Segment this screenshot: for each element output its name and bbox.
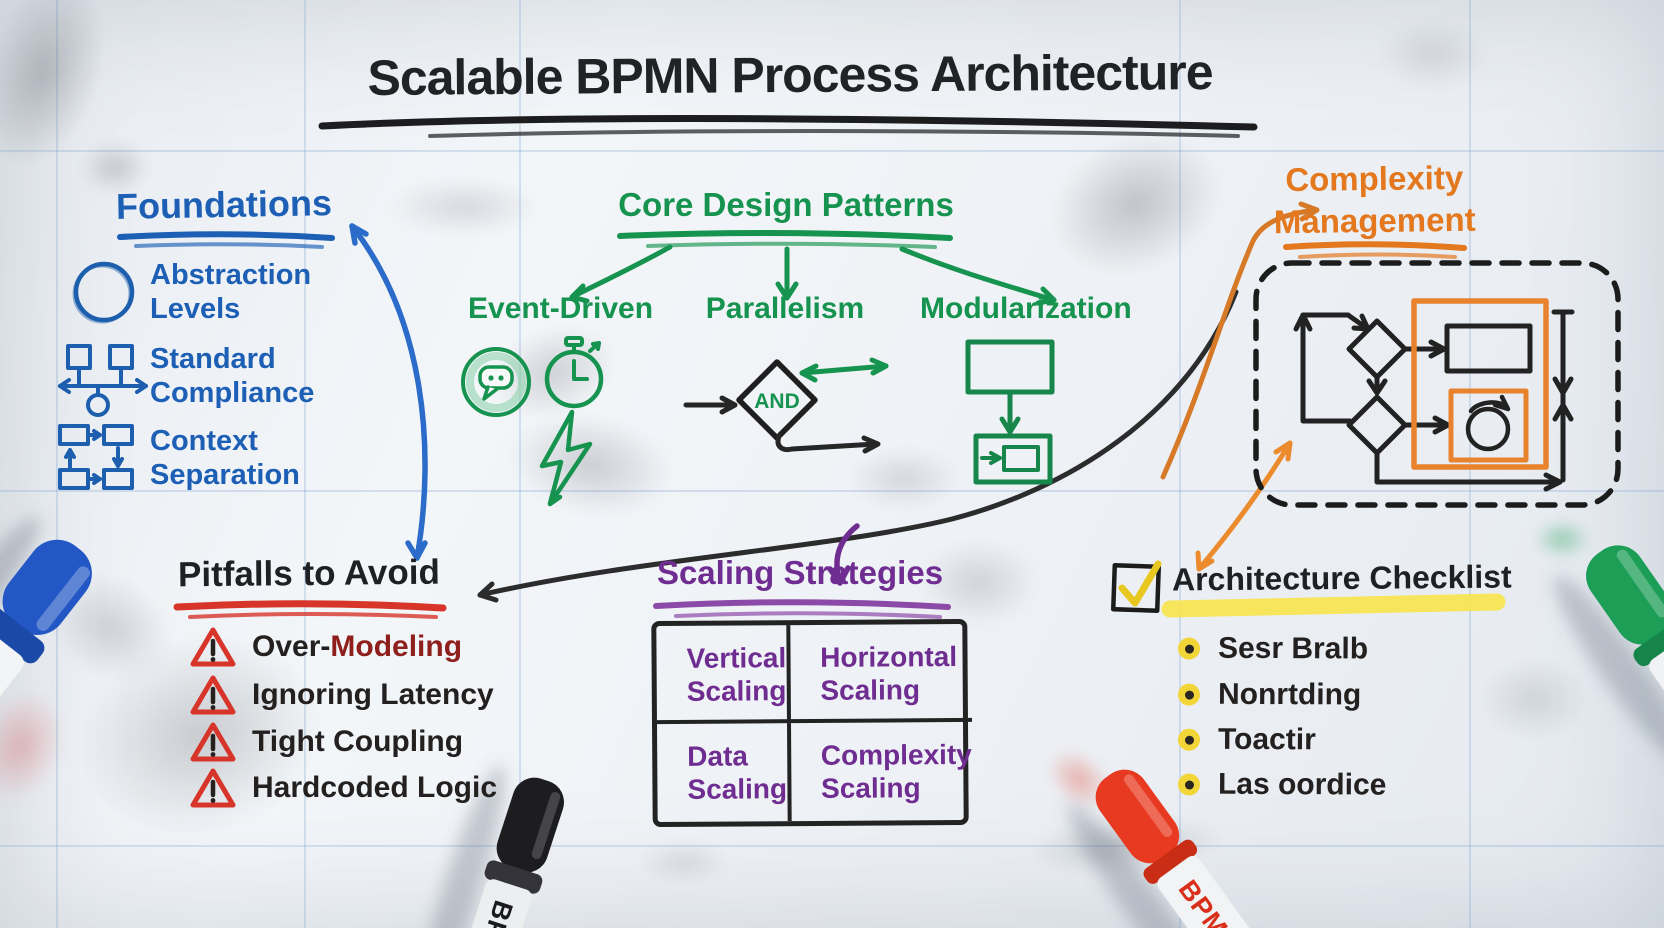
orange-double-arrow — [1195, 440, 1293, 572]
grid-line — [0, 150, 1664, 152]
pitfalls-title: Pitfalls to Avoid — [177, 552, 441, 595]
dashed-boundary — [1253, 260, 1621, 508]
red-marker: BPMN — [1067, 769, 1283, 928]
black-marker: BPMN — [420, 765, 565, 928]
warning-icon — [190, 722, 236, 762]
checklist-title: Architecture Checklist — [1171, 558, 1512, 598]
pitfalls-underline — [173, 600, 447, 619]
title-underline — [318, 115, 1258, 138]
pitfall-hardcoded-logic: Hardcoded Logic — [190, 767, 497, 809]
blue-curve-arrow — [349, 223, 428, 561]
lightning-icon — [539, 409, 593, 507]
eraser-smudge — [918, 540, 1038, 625]
core-patterns-underline — [617, 229, 953, 249]
orange-title-arrow — [1160, 201, 1320, 480]
eraser-smudge — [80, 140, 150, 195]
warning-icon — [190, 627, 236, 667]
checklist-item: Toactir — [1177, 723, 1316, 758]
pitfall-tight-coupling: Tight Coupling — [190, 721, 463, 763]
grid-line — [304, 0, 306, 928]
grid-line — [56, 0, 58, 928]
pattern-modularization: Modularization — [920, 292, 1132, 325]
pitfall-over-modeling: Over-Modeling — [190, 626, 462, 668]
purple-arrow — [827, 523, 860, 586]
foundations-title: Foundations — [115, 182, 333, 227]
bullet-dot-icon — [1177, 728, 1201, 751]
grid-line — [1469, 0, 1471, 928]
gateway-diamond — [1346, 394, 1408, 456]
bullet-dot-icon — [1177, 683, 1201, 706]
subprocess-icon — [965, 339, 1055, 485]
scaling-underline — [653, 599, 951, 619]
eraser-smudge — [638, 840, 730, 885]
eraser-smudge — [1378, 18, 1488, 90]
grid-line — [519, 0, 521, 928]
and-gateway-icon: AND — [683, 357, 889, 454]
loop-subprocess-icon — [1465, 394, 1511, 452]
green-marker — [1554, 545, 1664, 766]
collapse-arrows — [1552, 376, 1574, 422]
eraser-smudge — [1478, 658, 1590, 740]
blue-marker — [0, 516, 92, 784]
green-ink-smudge — [1533, 518, 1591, 560]
scaling-title: Scaling Strategies — [656, 554, 944, 591]
eraser-smudge — [848, 448, 960, 510]
hierarchy-icon — [58, 344, 148, 417]
pitfall-ignoring-latency: Ignoring Latency — [190, 674, 494, 716]
page-title: Scalable BPMN Process Architecture — [367, 44, 1213, 106]
pattern-event-driven: Event-Driven — [468, 292, 654, 325]
checklist-item: Las oordice — [1177, 767, 1386, 802]
checkbox-checked-icon — [1110, 560, 1162, 614]
pattern-parallelism: Parallelism — [705, 292, 865, 325]
timer-icon — [544, 336, 604, 409]
green-fan-arrows — [569, 244, 1057, 306]
grid-line — [0, 490, 1664, 492]
circle-icon — [72, 261, 135, 324]
grid-line — [1179, 0, 1181, 928]
grid-line — [0, 845, 1664, 847]
bullet-dot-icon — [1177, 637, 1201, 660]
checklist-highlight-underline — [1161, 593, 1506, 618]
checklist-item: Nonrtding — [1177, 678, 1361, 713]
black-curve-arrow — [477, 289, 1239, 603]
message-event-icon — [461, 347, 531, 417]
eraser-smudge — [390, 178, 540, 236]
warning-icon — [190, 675, 236, 715]
warning-icon — [190, 768, 236, 808]
gateway-label: AND — [754, 390, 800, 413]
complexity-diagram — [1253, 260, 1621, 508]
checklist-item: Sesr Bralb — [1177, 632, 1368, 667]
bullet-dot-icon — [1177, 773, 1201, 796]
complexity-underline — [1283, 241, 1467, 259]
task-box — [1444, 323, 1533, 374]
flow-boxes-icon — [58, 424, 134, 490]
core-patterns-title: Core Design Patterns — [618, 186, 954, 223]
foundations-underline — [117, 231, 335, 249]
